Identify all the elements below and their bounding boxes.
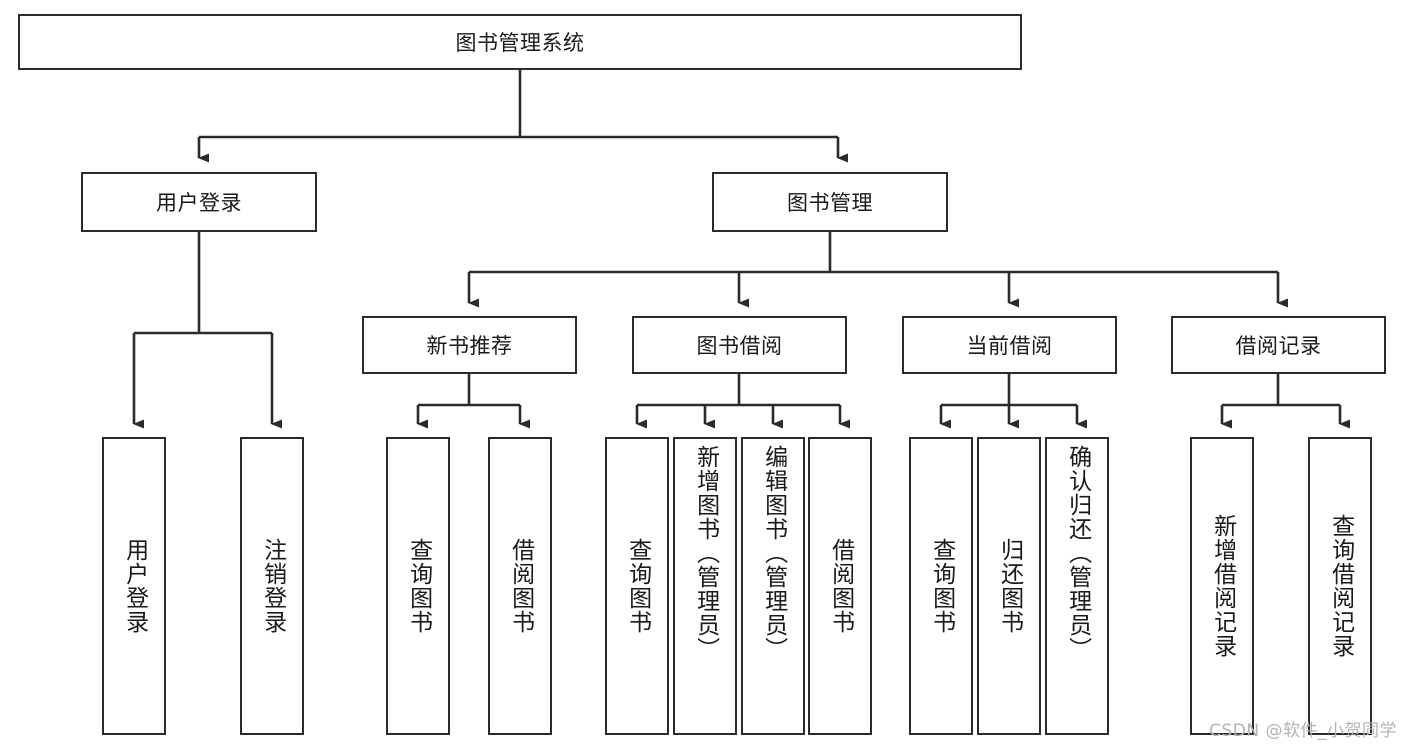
leaf-borrow-book[interactable]: 借阅图书: [808, 437, 872, 735]
leaf-label: 新增借阅记录: [1209, 514, 1236, 658]
leaf-label: 用户登录: [121, 538, 148, 634]
leaf-query-book-current[interactable]: 查询图书: [909, 437, 973, 735]
leaf-user-login[interactable]: 用户登录: [102, 437, 166, 735]
node-borrow-record[interactable]: 借阅记录: [1171, 316, 1386, 374]
csdn-watermark: CSDN @软件_小贺同学: [1209, 721, 1397, 741]
leaf-label: 查询图书: [624, 538, 651, 634]
leaf-query-book-recommend[interactable]: 查询图书: [386, 437, 450, 735]
leaf-label: 借阅图书: [827, 538, 854, 634]
leaf-label: 查询图书: [928, 538, 955, 634]
node-user-login[interactable]: 用户登录: [81, 172, 317, 232]
leaf-label: 新增图书（管理员）: [692, 445, 719, 661]
leaf-user-logout[interactable]: 注销登录: [240, 437, 304, 735]
node-root-system[interactable]: 图书管理系统: [18, 14, 1022, 70]
leaf-add-borrow-record[interactable]: 新增借阅记录: [1190, 437, 1254, 735]
node-new-book-recommend[interactable]: 新书推荐: [362, 316, 577, 374]
leaf-label: 查询图书: [405, 538, 432, 634]
leaf-label: 归还图书: [996, 538, 1023, 634]
leaf-edit-book-admin[interactable]: 编辑图书（管理员）: [741, 437, 805, 735]
leaf-label: 注销登录: [259, 538, 286, 634]
node-book-management[interactable]: 图书管理: [712, 172, 948, 232]
leaf-label: 查询借阅记录: [1327, 514, 1354, 658]
leaf-query-borrow-record[interactable]: 查询借阅记录: [1308, 437, 1372, 735]
leaf-label: 确认归还（管理员）: [1064, 445, 1091, 661]
leaf-return-book[interactable]: 归还图书: [977, 437, 1041, 735]
leaf-label: 借阅图书: [507, 538, 534, 634]
leaf-add-book-admin[interactable]: 新增图书（管理员）: [673, 437, 737, 735]
leaf-query-book-borrow[interactable]: 查询图书: [605, 437, 669, 735]
leaf-borrow-book-recommend[interactable]: 借阅图书: [488, 437, 552, 735]
leaf-label: 编辑图书（管理员）: [760, 445, 787, 661]
leaf-confirm-return-admin[interactable]: 确认归还（管理员）: [1045, 437, 1109, 735]
node-book-borrow[interactable]: 图书借阅: [632, 316, 847, 374]
node-current-borrow[interactable]: 当前借阅: [902, 316, 1117, 374]
